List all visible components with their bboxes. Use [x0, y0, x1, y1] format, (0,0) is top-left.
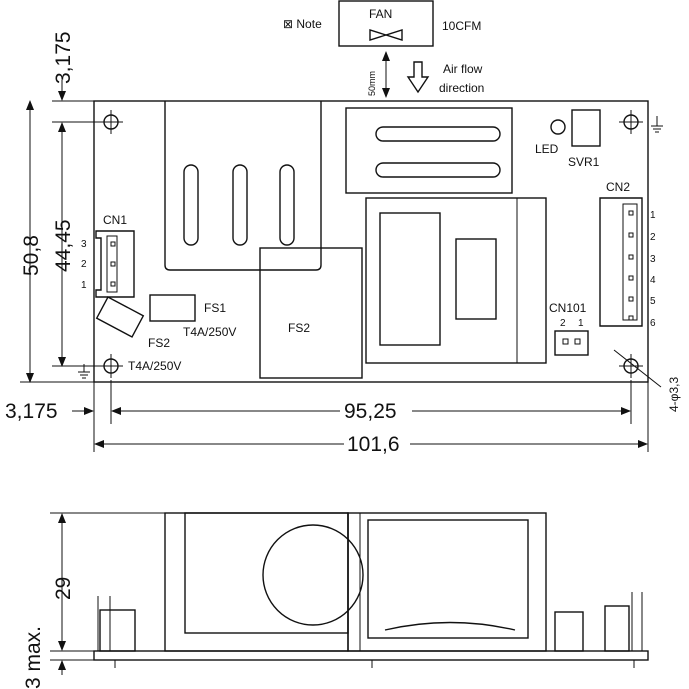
fan-rating: 10CFM	[442, 19, 481, 33]
cn2-connector	[599, 197, 643, 327]
fs1-rating: T4A/250V	[183, 325, 236, 339]
fs2-label: FS2	[148, 336, 170, 350]
fan-box	[338, 0, 434, 47]
cn101-connector	[554, 330, 589, 356]
led	[550, 119, 566, 135]
cn2-housing	[622, 203, 638, 321]
fs1-fuse	[149, 294, 196, 322]
cn101-label: CN101	[549, 301, 587, 315]
side-transformer-core	[367, 519, 529, 639]
mounting-hole-bottom-right	[619, 354, 643, 378]
cn1-connector	[95, 230, 135, 298]
cn101-pins	[562, 338, 581, 345]
fs2-block	[259, 247, 363, 379]
note-label: ⊠ Note	[283, 17, 322, 31]
airflow-label-2: direction	[439, 81, 484, 95]
cn2-pins	[628, 210, 634, 321]
fan-label: FAN	[369, 7, 392, 21]
side-capacitor	[262, 524, 364, 626]
hole-callout-leader	[613, 349, 662, 388]
ground-icon-top-right	[651, 116, 663, 133]
fan-distance-label: 50mm	[367, 71, 377, 96]
side-height-label: 29	[52, 577, 75, 600]
heatsink-right-slot-2	[375, 162, 501, 178]
side-pcb	[93, 650, 649, 661]
height-outer-label: 50,8	[20, 235, 43, 276]
heatsink-slot-1	[183, 164, 199, 246]
fan-icon	[369, 29, 403, 41]
cn1-label: CN1	[103, 213, 127, 227]
cn2-label: CN2	[606, 180, 630, 194]
heatsink-right	[345, 107, 513, 194]
side-clearance-label: 3 max.	[22, 626, 45, 689]
led-label: LED	[535, 142, 559, 156]
cn1-pin-3: 3	[81, 239, 87, 250]
cn1-pin-1: 1	[81, 280, 87, 291]
heatsink-right-slot-1	[375, 126, 501, 142]
heatsink-slot-2	[232, 164, 248, 246]
mounting-hole-top-right	[619, 110, 643, 134]
airflow-label-1: Air flow	[443, 62, 483, 76]
fan-note: ⊠ Note FAN 10CFM 50mm Air flow direction	[283, 0, 484, 98]
cn2-pin-5: 5	[650, 296, 656, 307]
top-view-dimensions: 3,175 50,8 44,45 3,175 95,25 101,6 4-φ3,…	[5, 31, 681, 456]
pcb-top-view: FS2 FS1 T4A/250V FS2 T4A/250V CN1 3 2 1 …	[78, 100, 663, 383]
side-view-dimensions: 29 3 max.	[22, 512, 165, 689]
transformer-core-center	[455, 238, 497, 320]
cn2-pin-3: 3	[650, 254, 656, 265]
side-heatsink-left	[164, 512, 349, 652]
side-transformer-winding	[384, 621, 516, 631]
transformer-core-left	[379, 212, 441, 346]
cn2-pin-6: 6	[650, 318, 656, 329]
pcb-side-view	[93, 512, 649, 668]
cn101-pin-2: 2	[560, 318, 566, 329]
side-heatsink-left-inner	[184, 512, 349, 634]
heatsink-slot-3	[279, 164, 295, 246]
cn2-pin-4: 4	[650, 275, 656, 286]
cn1-pin-2: 2	[81, 259, 87, 270]
cn2-pin-1: 1	[650, 210, 656, 221]
hole-callout-label: 4-φ3,3	[667, 377, 681, 412]
hole-spacing-label: 95,25	[344, 400, 397, 423]
fs2-rating: T4A/250V	[128, 359, 181, 373]
transformer	[365, 197, 547, 364]
side-cn101	[554, 611, 584, 652]
side-cn1	[99, 609, 136, 652]
width-total-label: 101,6	[347, 433, 400, 456]
height-inner-label: 44,45	[52, 219, 75, 272]
airflow-arrow-icon	[406, 61, 430, 94]
left-offset-label: 3,175	[5, 400, 58, 423]
svr1	[571, 109, 601, 147]
fs2-fuse	[95, 296, 145, 338]
ground-icon-bottom-left	[78, 364, 90, 379]
top-offset-label: 3,175	[52, 31, 75, 84]
cn101-pin-1: 1	[578, 318, 584, 329]
cn1-pins	[110, 241, 116, 287]
heatsink-left	[164, 101, 322, 271]
pcb-outline	[93, 100, 649, 383]
side-transformer	[347, 512, 547, 652]
svr1-label: SVR1	[568, 155, 600, 169]
fs2-block-label: FS2	[288, 321, 310, 335]
side-cn2	[604, 605, 630, 652]
cn1-housing	[106, 235, 118, 293]
cn2-pin-2: 2	[650, 232, 656, 243]
fs1-label: FS1	[204, 301, 226, 315]
